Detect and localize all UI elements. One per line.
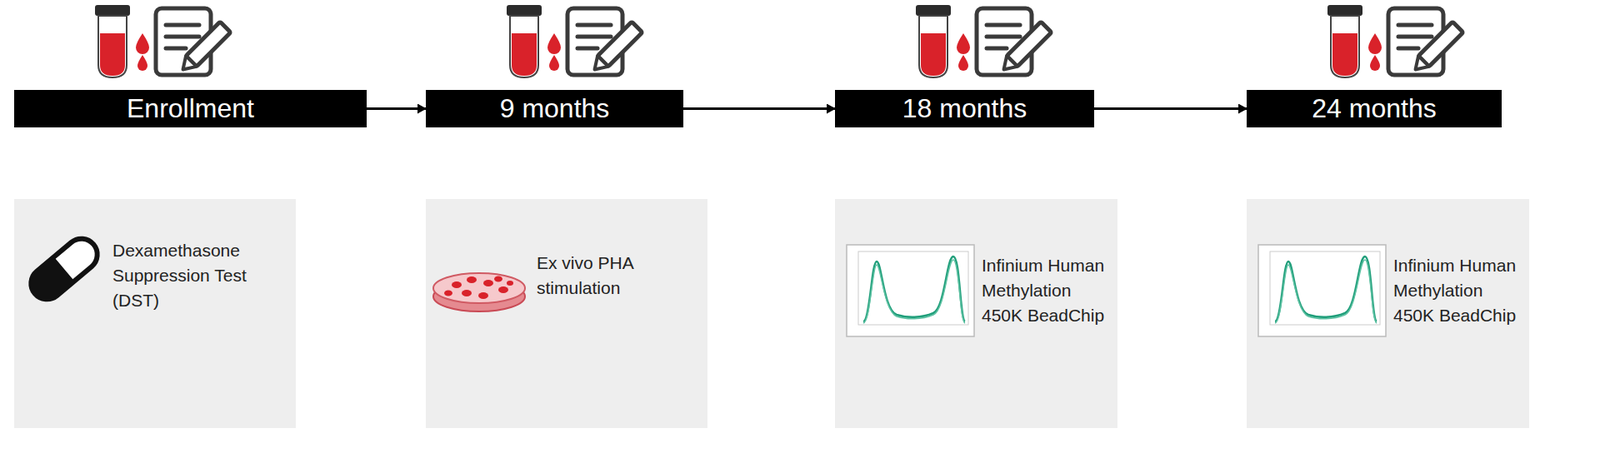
procedure-label: Infinium Human Methylation 450K BeadChip [1393, 253, 1525, 329]
pill-icon [25, 232, 105, 306]
chart-thumbnail [846, 245, 975, 337]
procedure-label: Infinium Human Methylation 450K BeadChip [981, 253, 1113, 329]
pill-half [25, 256, 75, 306]
procedure-label: Dexamethasone Suppression Test (DST) [112, 238, 261, 314]
sample-icon [1327, 5, 1464, 78]
cell [444, 290, 453, 297]
cell [506, 280, 514, 286]
timepoint-box: 9 months [425, 90, 684, 128]
cell [494, 276, 503, 283]
timepoint-box: Enrollment [14, 90, 367, 128]
cell [466, 276, 477, 284]
procedure-panel: Dexamethasone Suppression Test (DST) [14, 199, 296, 429]
procedure-panel: Ex vivo PHA stimulation [425, 199, 708, 429]
petri-dish-icon [433, 273, 525, 312]
cell [483, 280, 494, 287]
sample-icon [95, 5, 231, 78]
cell [461, 290, 472, 297]
dish-base [433, 281, 525, 312]
cell [451, 281, 462, 289]
timepoint-label: 9 months [500, 93, 610, 125]
timepoint-box: 18 months [835, 90, 1095, 128]
timepoint-box: 24 months [1246, 90, 1502, 128]
sample-icon [506, 5, 643, 78]
dish-top [433, 273, 525, 304]
timeline-arrow [683, 107, 835, 110]
timeline-arrow [1094, 107, 1247, 110]
cells [444, 276, 514, 300]
cell [498, 286, 509, 294]
timepoint-label: 24 months [1311, 93, 1436, 125]
procedure-panel: Infinium Human Methylation 450K BeadChip [1246, 199, 1530, 429]
sample-icon [915, 5, 1052, 78]
procedure-panel: Infinium Human Methylation 450K BeadChip [835, 199, 1118, 429]
timepoint-label: 18 months [902, 93, 1027, 125]
procedure-label: Ex vivo PHA stimulation [536, 250, 687, 301]
timeline-arrow [366, 107, 426, 110]
cell [478, 292, 489, 300]
pill-outline [25, 232, 105, 306]
timepoint-label: Enrollment [126, 93, 255, 125]
chart-thumbnail [1258, 245, 1386, 337]
